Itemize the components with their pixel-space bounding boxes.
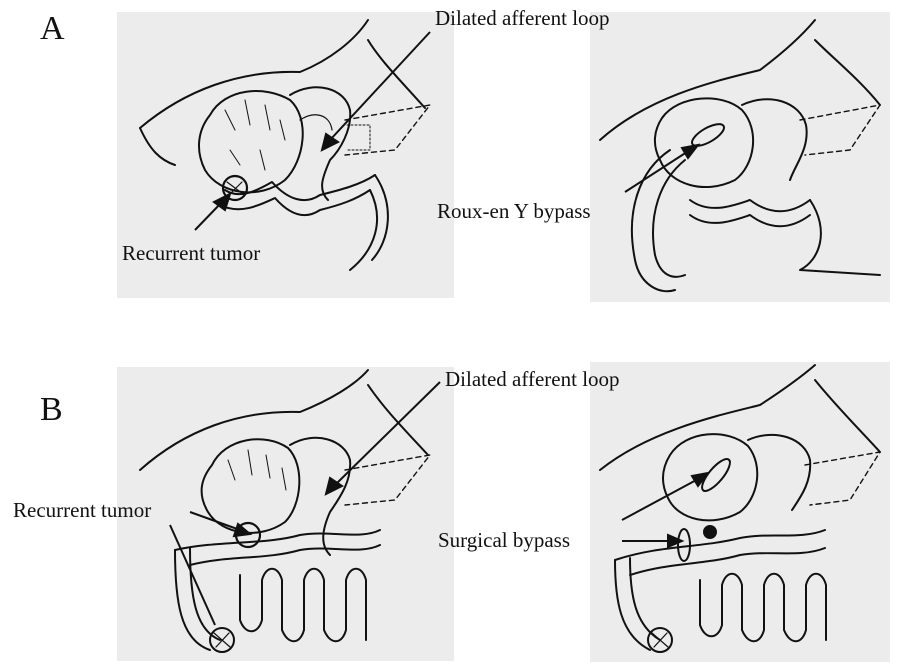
label-roux-en-y-bypass: Roux-en Y bypass — [437, 201, 591, 222]
panel-a-right-anatomy — [600, 20, 880, 291]
label-recurrent-tumor-a: Recurrent tumor — [122, 243, 260, 264]
panel-a-letter: A — [40, 12, 65, 46]
label-dilated-afferent-loop-b: Dilated afferent loop — [445, 369, 620, 390]
label-surgical-bypass: Surgical bypass — [438, 530, 570, 551]
label-dilated-afferent-loop-a: Dilated afferent loop — [435, 8, 610, 29]
panel-a-left-anatomy — [140, 20, 430, 270]
panel-b-letter: B — [40, 393, 63, 427]
panel-b-left-anatomy — [140, 370, 430, 652]
label-recurrent-tumor-b: Recurrent tumor — [13, 500, 151, 521]
